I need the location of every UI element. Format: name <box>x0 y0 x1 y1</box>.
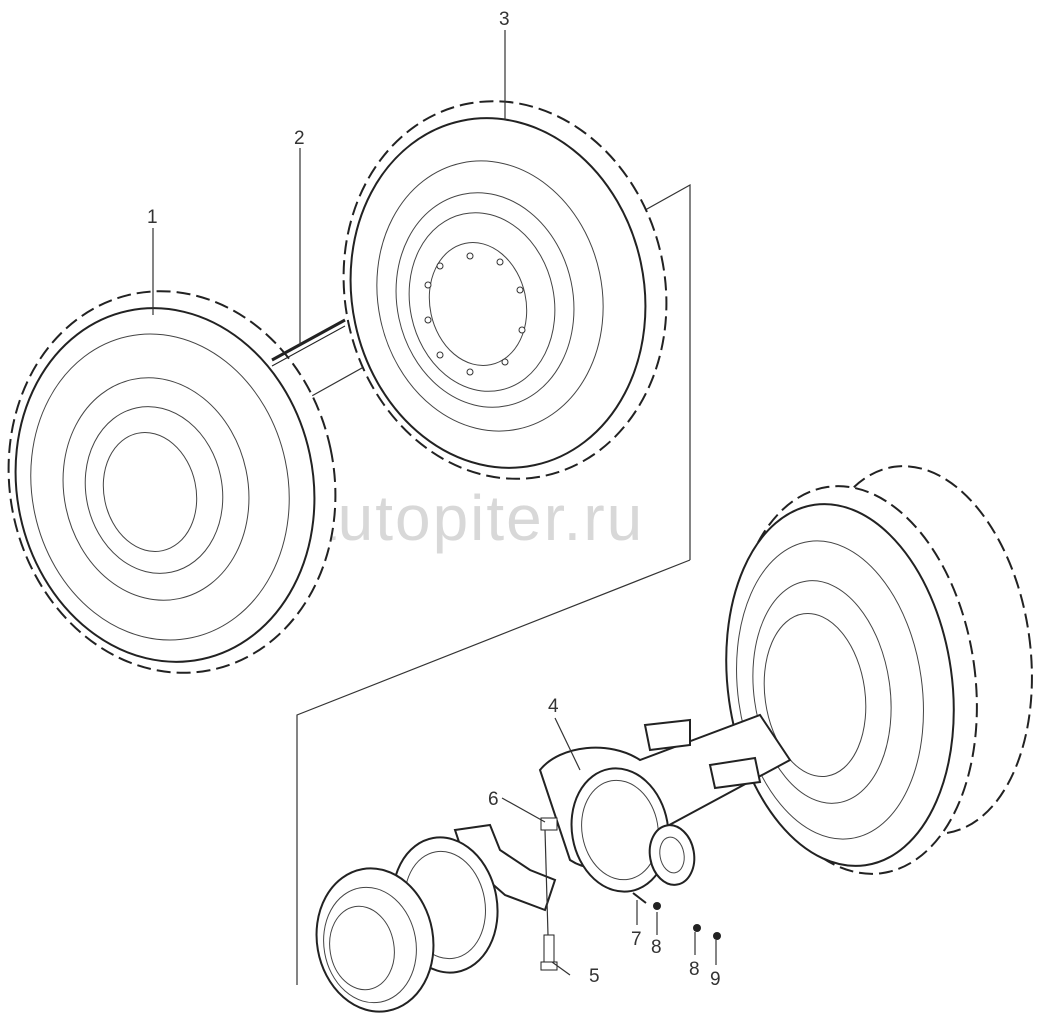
callout-labels: 1 2 3 4 5 6 7 8 8 9 <box>147 9 721 990</box>
callout-8b: 8 <box>689 959 700 980</box>
callout-7: 7 <box>631 929 642 950</box>
callout-6: 6 <box>488 789 499 810</box>
leader-lines <box>152 30 717 976</box>
bolt-5 <box>540 934 558 971</box>
fasteners <box>632 892 721 940</box>
watermark: autopiter.ru <box>215 472 644 554</box>
hub-flange <box>315 823 557 1013</box>
callout-8a: 8 <box>651 937 662 958</box>
callout-2: 2 <box>294 128 305 149</box>
callout-1: 1 <box>147 207 158 228</box>
wheel-1 <box>7 290 337 674</box>
output-flange <box>648 824 696 886</box>
watermark-text: autopiter.ru <box>300 482 644 554</box>
dual-wheels <box>725 465 1033 875</box>
callout-3: 3 <box>499 9 510 30</box>
nut-6 <box>540 817 558 831</box>
callout-9: 9 <box>710 969 721 990</box>
wheel-3-bolt-holes <box>424 252 526 376</box>
axle-pin-2 <box>271 318 346 367</box>
callout-5: 5 <box>589 966 600 987</box>
wheel-3 <box>342 100 668 480</box>
callout-4: 4 <box>548 696 559 717</box>
